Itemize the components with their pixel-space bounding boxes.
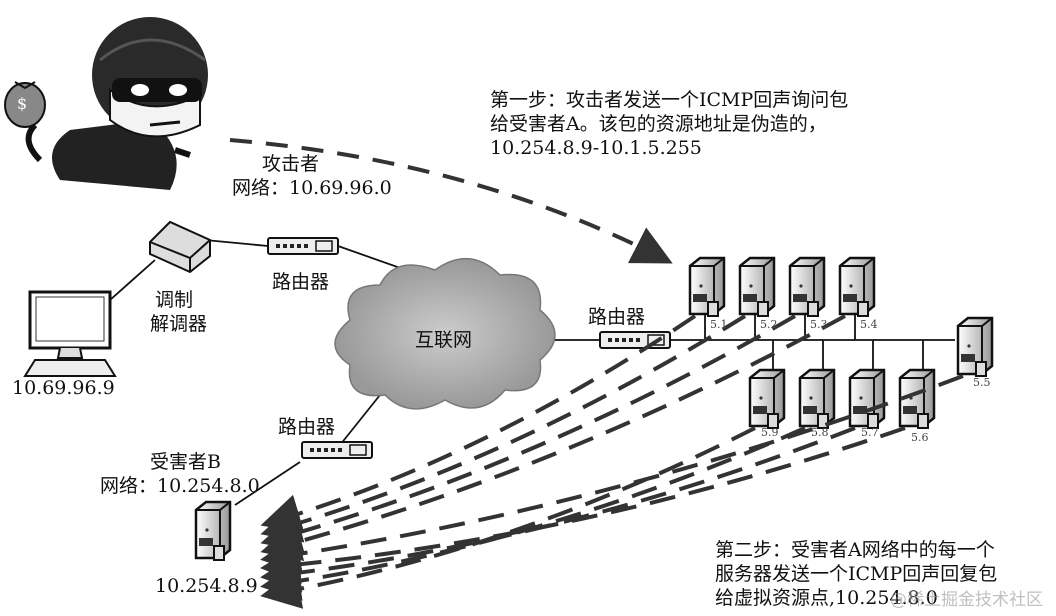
- attacker-title: 攻击者: [262, 153, 320, 175]
- reply-dashed-arrow: [260, 314, 846, 562]
- reply-dashed-arrow: [260, 314, 747, 543]
- server-label: 5.5: [973, 376, 991, 389]
- step2-line1: 第二步：受害者A网络中的每一个: [715, 539, 995, 561]
- attacker-thief-illustration: [4, 17, 208, 190]
- step1-line3: 10.254.8.9-10.1.5.255: [490, 137, 702, 159]
- router-2-label: 路由器: [588, 306, 646, 328]
- server-label: 5.3: [810, 318, 828, 331]
- internet-cloud-icon: [334, 257, 556, 410]
- server-label: 5.4: [860, 318, 878, 331]
- step2-line3: 给虚拟资源点,10.254.8.0: [715, 587, 938, 609]
- reply-dashed-arrow: [260, 426, 756, 609]
- modem-icon: [149, 220, 211, 274]
- server-icon: [848, 368, 886, 430]
- server-icon: [738, 256, 776, 318]
- router-1-label: 路由器: [272, 271, 330, 293]
- server-icon: [688, 256, 726, 318]
- server-icon: [788, 256, 826, 318]
- modem-label-2: 解调器: [150, 313, 208, 335]
- server-label: 5.7: [861, 426, 879, 439]
- modem-label-1: 调制: [155, 289, 194, 311]
- internet-label: 互联网: [415, 329, 473, 351]
- server-label: 5.8: [811, 426, 829, 439]
- server-icon: [748, 368, 786, 430]
- victim-b-title: 受害者B: [150, 451, 221, 473]
- reply-dashed-arrow: [260, 314, 797, 552]
- reply-dashed-arrow: [260, 314, 697, 534]
- server-icon: [838, 256, 876, 318]
- attack-dashed-arrow: [229, 138, 673, 264]
- step2-line2: 服务器发送一个ICMP回声回复包: [715, 563, 998, 585]
- victim-server-icon: [194, 500, 232, 562]
- money-bag-icon: [4, 81, 46, 128]
- server-icon: [956, 316, 994, 378]
- server-label: 5.6: [911, 431, 929, 444]
- victim-b-ip: 10.254.8.9: [155, 575, 258, 597]
- step1-line1: 第一步：攻击者发送一个ICMP回声询问包: [490, 89, 849, 111]
- reply-dashed-arrow: [260, 426, 856, 593]
- router-1-icon: [267, 237, 339, 255]
- computer-icon: [23, 290, 117, 377]
- reply-dashed-arrow: [260, 426, 806, 601]
- victim-b-network: 网络：10.254.8.0: [100, 475, 260, 497]
- step1-line2: 给受害者A。该包的资源地址是伪造的，: [490, 113, 827, 135]
- router-3-icon: [301, 441, 373, 459]
- attacker-network: 网络：10.69.96.0: [232, 177, 392, 199]
- reply-dashed-arrow: [260, 374, 964, 574]
- server-icon: [798, 368, 836, 430]
- computer-ip: 10.69.96.9: [12, 377, 115, 399]
- server-label: 5.1: [710, 318, 728, 331]
- watermark: @稀土掘金技术社区: [890, 590, 1043, 610]
- money-bag-symbol: $: [17, 94, 28, 113]
- router-3-label: 路由器: [278, 416, 336, 438]
- server-label: 5.2: [760, 318, 778, 331]
- server-label: 5.9: [761, 426, 779, 439]
